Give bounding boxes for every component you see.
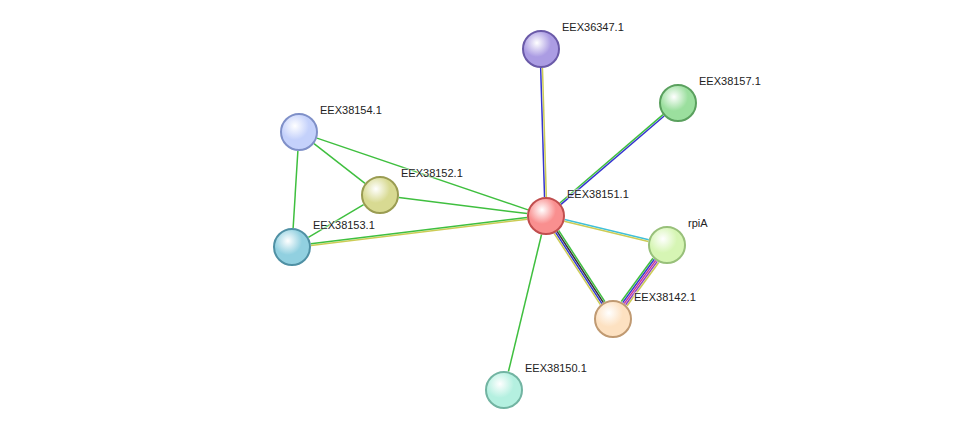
protein-node: EEX38151.1 [527, 197, 565, 235]
evidence-line [556, 232, 602, 303]
interaction-edge [554, 230, 605, 304]
evidence-line [557, 231, 603, 302]
node-label: EEX38151.1 [567, 188, 629, 201]
protein-node: EEX38152.1 [361, 176, 399, 214]
evidence-line [561, 116, 664, 204]
interaction-edge [541, 68, 547, 197]
evidence-line [317, 138, 528, 210]
node-label: rpiA [688, 217, 708, 230]
evidence-line [560, 115, 663, 203]
evidence-line [554, 233, 600, 304]
evidence-line [565, 220, 649, 240]
interaction-edge [560, 115, 664, 205]
node-label: EEX38154.1 [320, 104, 382, 117]
interaction-edge [311, 217, 527, 245]
node-label: EEX38150.1 [525, 362, 587, 375]
node-label: EEX38142.1 [634, 291, 696, 304]
interaction-edge [314, 144, 365, 184]
evidence-line [508, 234, 541, 371]
node-label: EEX38157.1 [699, 75, 761, 88]
evidence-line [564, 221, 648, 241]
protein-node: rpiA [648, 226, 686, 264]
protein-node: EEX38153.1 [273, 228, 311, 266]
protein-node: EEX38150.1 [485, 371, 523, 409]
node-label: EEX38152.1 [401, 167, 463, 180]
evidence-line [314, 144, 365, 184]
protein-node: EEX38157.1 [659, 84, 697, 122]
node-label: EEX38153.1 [313, 219, 375, 232]
protein-node: EEX36347.1 [522, 30, 560, 68]
evidence-line [293, 151, 298, 228]
interaction-edge [293, 151, 298, 228]
evidence-line [311, 217, 527, 243]
node-label: EEX36347.1 [562, 21, 624, 34]
protein-node: EEX38154.1 [280, 113, 318, 151]
interaction-edge [317, 138, 528, 210]
evidence-line [542, 68, 546, 197]
evidence-line [311, 219, 527, 245]
evidence-line [559, 230, 605, 301]
protein-node: EEX38142.1 [594, 300, 632, 338]
interaction-edge [399, 197, 527, 213]
interaction-edge [508, 234, 541, 371]
interaction-edge [564, 220, 648, 242]
evidence-line [399, 197, 527, 213]
